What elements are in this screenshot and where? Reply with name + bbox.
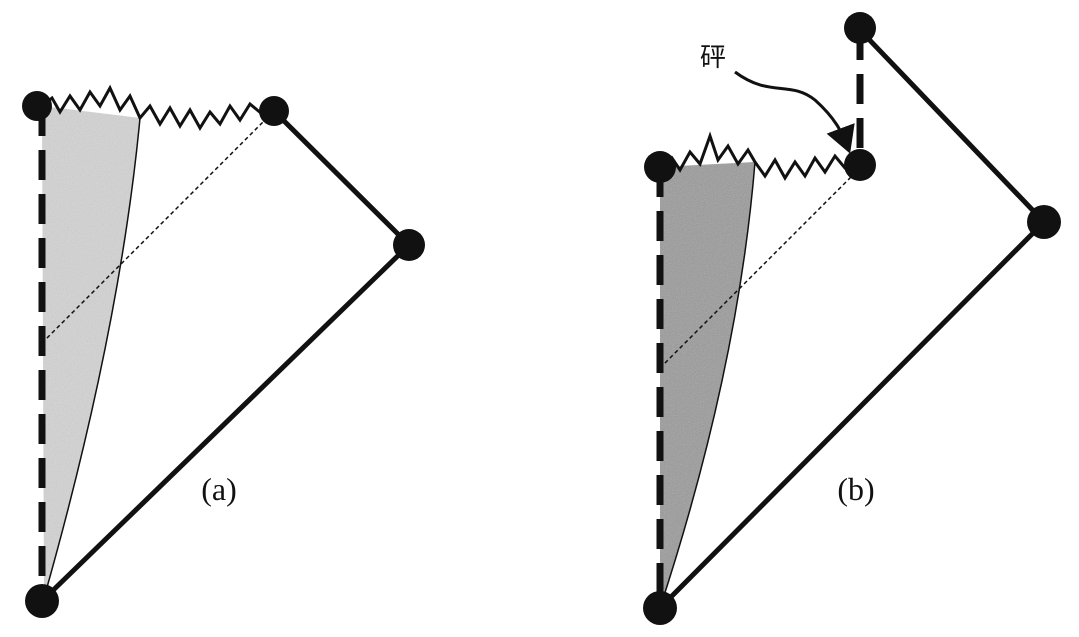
solid-edge-b-lower — [658, 220, 1046, 610]
solid-edge-a-upper — [272, 109, 411, 247]
panel-a-label: (a) — [201, 471, 237, 507]
shaded-wedge-a — [42, 106, 140, 598]
node-a-bottom — [25, 584, 59, 618]
node-a-top-left — [22, 91, 52, 121]
annotation-text: 砰 — [700, 43, 726, 73]
panel-a: (a) — [22, 84, 425, 618]
shaded-wedge-b — [660, 162, 755, 608]
wedge-curve-a — [43, 117, 141, 599]
zigzag-edge-b — [659, 131, 861, 181]
dotted-diagonal-a — [41, 110, 275, 344]
node-a-top-right — [259, 96, 289, 126]
node-b-middle — [844, 149, 876, 181]
panel-b-label: (b) — [837, 471, 874, 507]
solid-edge-a-lower — [40, 243, 411, 603]
annotation-arrow — [734, 70, 855, 154]
zigzag-edge-a — [41, 84, 275, 131]
wedge-curve-b — [659, 161, 756, 609]
node-b-right — [1027, 205, 1061, 239]
node-b-top — [844, 12, 876, 44]
node-b-left — [644, 151, 676, 183]
dotted-diagonal-b — [659, 167, 861, 369]
solid-edge-b-upper — [858, 28, 1046, 224]
node-a-right — [393, 229, 425, 261]
node-b-bottom — [643, 591, 677, 625]
panel-b: 砰 (b) — [643, 12, 1061, 625]
